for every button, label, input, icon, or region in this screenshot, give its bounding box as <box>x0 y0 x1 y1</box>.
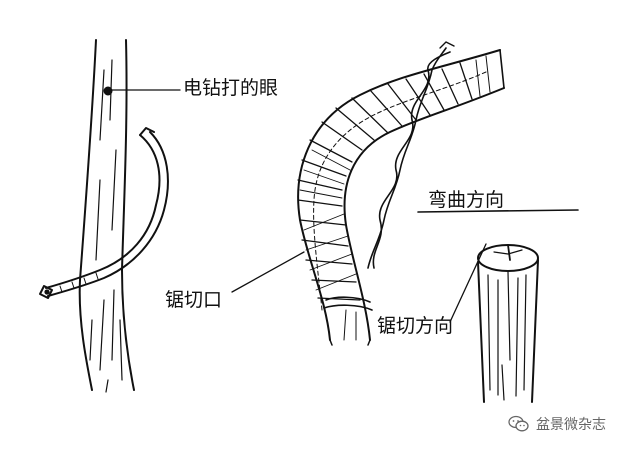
leader-saw-direction <box>449 243 487 323</box>
label-bend-direction: 弯曲方向 <box>428 189 505 211</box>
bent-branch <box>297 49 505 346</box>
wechat-icon <box>508 415 529 432</box>
drill-hole-mark <box>103 86 113 96</box>
label-drill-hole: 电钻打的眼 <box>183 77 279 99</box>
left-trunk <box>78 39 135 393</box>
watermark-text: 盆景微杂志 <box>536 417 606 433</box>
label-saw-cut: 锯切口 <box>165 289 223 311</box>
left-saw <box>39 127 169 299</box>
bend-direction-line <box>417 209 579 213</box>
label-saw-direction: 锯切方向 <box>377 315 454 337</box>
right-trunk <box>477 244 539 403</box>
twisted-wire <box>367 41 455 269</box>
watermark: 盆景微杂志 <box>508 414 606 434</box>
leader-saw-cut <box>231 251 305 293</box>
